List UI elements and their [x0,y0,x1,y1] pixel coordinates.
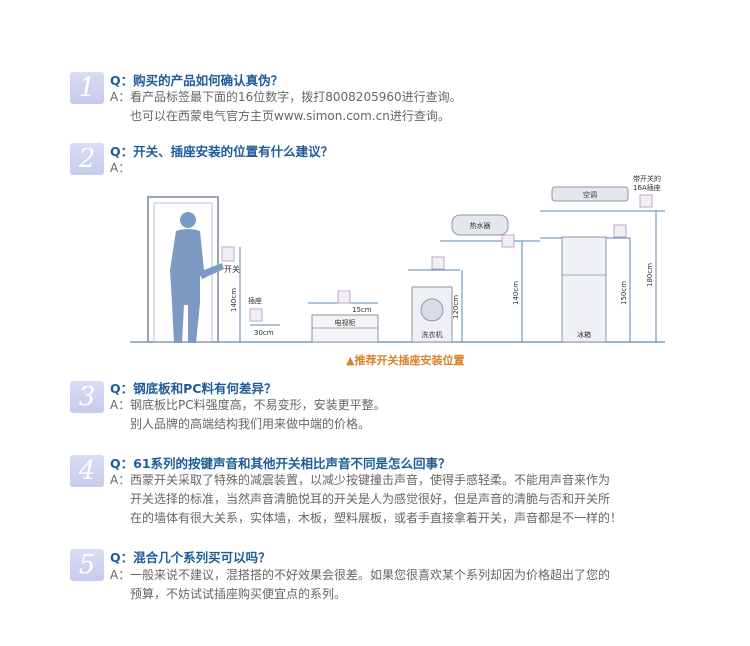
fridge [561,236,607,343]
faq-question: Q：混合几个系列买可以吗？ [110,550,271,565]
fridge-label: 冰箱 [577,330,591,339]
ac-socket-panel [639,194,653,208]
tv-gap-label: 15cm [352,306,372,314]
faq-number-badge: 4 [70,455,104,487]
washer-label: 洗衣机 [422,330,443,339]
faq-answer: A：西蒙开关采取了特殊的减震装置，以减少按键撞击声音，使得手感轻柔。不能用声音来… [110,473,623,525]
ac-label: 空调 [583,190,597,199]
water-heater [451,214,509,236]
faq-number-badge: 2 [70,143,104,175]
washer-socket-panel [431,256,445,270]
diagram-caption: ▲推荐开关插座安装位置 [346,354,465,367]
ac-socket-label-1: 带开关的 [633,175,661,183]
faq-answer: A： [110,161,131,175]
air-conditioner [551,186,629,202]
faq-question: Q：购买的产品如何确认真伪？ [110,73,284,88]
faq-question: Q：61系列的按键声音和其他开关相比声音不同是怎么回事？ [110,456,451,471]
tv-cabinet-label: 电视柜 [335,318,356,327]
water-heater-label: 热水器 [470,221,491,230]
socket-panel [249,308,263,322]
faq-number-badge: 5 [70,549,104,581]
faq-answer: A：看产品标签最下面的16位数字，拨打8008205960进行查询。 也可以在西… [110,90,462,123]
faq-number-badge: 3 [70,381,104,413]
ac-socket-label-2: 16A插座 [633,183,661,192]
faq-answer: A：钢底板比PC料强度高，不易变形，安装更平整。 别人品牌的高端结构我们用来做中… [110,398,386,431]
faq-answer: A：一般来说不建议，混搭搭的不好效果会很差。如果您很喜欢某个系列却因为价格超出了… [110,568,611,601]
washer-drum [420,298,444,322]
tv-socket-panel [337,290,351,304]
switch-height-label: 140cm [230,288,238,312]
person-silhouette [170,212,224,343]
tv-cabinet [311,314,379,343]
installation-diagram: 开关 140cm 插座 30cm 15cm 电视柜 洗衣机 120cm 热水器 … [130,175,665,343]
ac-height-label: 180cm [646,263,654,287]
heater-height-label: 140cm [512,281,520,305]
faq-number-badge: 1 [70,72,104,104]
switch-panel [221,246,235,262]
heater-socket-panel [501,234,515,248]
faq-question: Q：钢底板和PC料有何差异？ [110,381,277,396]
socket-label: 插座 [248,296,262,305]
fridge-height-label: 150cm [620,281,628,305]
switch-label: 开关 [224,264,240,274]
washer-height-label: 120cm [452,295,460,319]
faq-question: Q：开关、插座安装的位置有什么建议？ [110,144,334,159]
socket-height-label: 30cm [254,329,274,337]
fridge-socket-panel [613,224,627,238]
